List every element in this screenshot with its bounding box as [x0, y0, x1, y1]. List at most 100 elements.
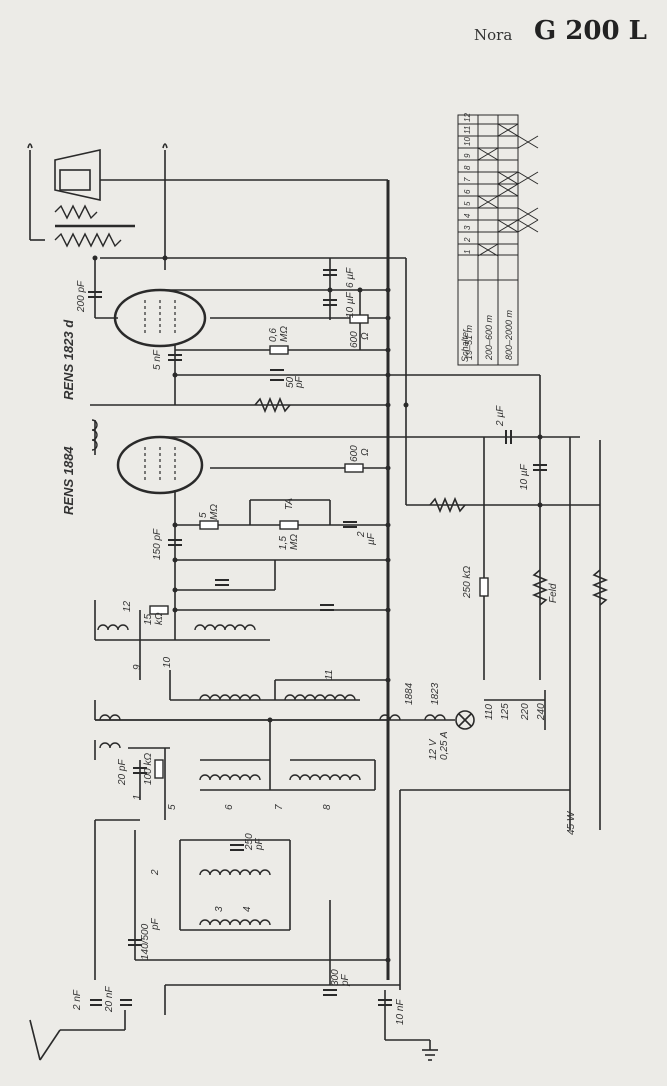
switch-table-mark: [497, 171, 519, 185]
label-6uF: 6 µF: [345, 267, 356, 288]
switch-table-band: 800–2000 m: [504, 309, 514, 360]
label-10nF: 10 nF: [395, 999, 406, 1025]
junction-dots: [92, 255, 543, 963]
resistors: [149, 314, 489, 779]
switch-number: 5: [167, 804, 178, 810]
mains-tap-label: 240: [536, 703, 547, 721]
label-pF-c: pF: [150, 917, 161, 931]
label-50: 50: [285, 376, 296, 388]
label-kohm: kΩ: [154, 612, 165, 625]
switch-table-column: 4: [463, 213, 472, 218]
mains-tap-label: 125: [500, 703, 511, 720]
label-600-a: 600: [349, 331, 360, 348]
switch-table-column: 12: [463, 113, 472, 122]
label-5nF: 5 nF: [152, 349, 163, 370]
label-600-b: 600: [349, 445, 360, 462]
speaker-icon: [54, 149, 101, 201]
label-mohm-b: MΩ: [209, 504, 220, 520]
label-ohm-a: Ω: [360, 332, 371, 340]
capacitors: [88, 269, 547, 1006]
switch-number: 9: [132, 664, 143, 670]
coils: [91, 419, 446, 926]
switch-table-marks: [477, 123, 539, 257]
switch-table-column: 7: [463, 177, 472, 182]
switch-table-band: 200–600 m: [484, 314, 494, 361]
label-ta: TA: [284, 498, 295, 510]
switch-number: 7: [274, 804, 285, 810]
switch-number: 12: [122, 600, 133, 612]
label-10uF-a: 10 µF: [345, 291, 356, 318]
switch-table-mark: [517, 135, 539, 149]
label-12V: 12 V: [428, 738, 439, 760]
tube-label-1823: RENS 1823 d: [61, 319, 76, 400]
tube-1884-icon: [116, 435, 204, 495]
switch-number: 2: [150, 869, 161, 876]
ground-icon: [422, 1049, 438, 1061]
wires: [29, 150, 601, 1061]
label-45W: 45 W: [566, 810, 577, 835]
switch-number: 10: [162, 656, 173, 668]
switch-number: 1: [132, 794, 143, 800]
label-uF-b: µF: [366, 532, 377, 545]
label-heater-1823: 1823: [430, 682, 441, 705]
switch-table-column: 9: [463, 153, 472, 158]
tube-grids: [144, 300, 176, 483]
switch-table-mark: [477, 195, 499, 209]
switch-table-band: 19–51 m: [464, 324, 474, 360]
switch-number: 4: [242, 906, 253, 912]
switch-number: 3: [214, 906, 225, 912]
mains-tap-label: 220: [520, 703, 531, 721]
label-heater-1884: 1884: [404, 682, 415, 705]
model-name: G 200 L: [534, 16, 647, 46]
label-mohm-c: MΩ: [289, 534, 300, 550]
switch-table-mark: [497, 123, 519, 137]
label-2nF: 2 nF: [72, 989, 83, 1011]
label-140-500: 140/500: [140, 923, 151, 960]
switch-table-mark: [497, 219, 519, 233]
switch-table: [457, 114, 519, 366]
switch-table-column: 3: [463, 225, 472, 230]
label-5M: 5: [198, 512, 209, 518]
switch-table-mark: [497, 183, 519, 197]
switch-table-mark: [517, 171, 539, 185]
switch-table-header: Schalter: [460, 328, 470, 362]
switch-table-column: 5: [463, 201, 472, 206]
label-200pF: 200 pF: [76, 280, 87, 313]
label-250: 250: [244, 833, 255, 851]
label-feld: Feld: [548, 583, 559, 603]
label-250k: 250 kΩ: [462, 566, 473, 599]
switch-number: 6: [224, 804, 235, 810]
mains-tap-labels: 110 125 220 240: [484, 703, 547, 721]
label-20pF: 20 pF: [117, 759, 128, 786]
label-15M: 1,5: [278, 536, 289, 550]
label-pF-d: pF: [340, 973, 351, 987]
label-pF-a: pF: [294, 375, 305, 389]
switch-table-column: 8: [463, 165, 472, 170]
label-10uF-b: 10 µF: [519, 463, 530, 490]
tube-label-1884: RENS 1884: [61, 446, 76, 515]
label-mohm-a: MΩ: [279, 326, 290, 342]
brand-name: Nora: [474, 26, 513, 44]
mains-tap-label: 110: [484, 704, 495, 720]
label-20nF: 20 nF: [104, 986, 115, 1013]
label-15k: 15: [143, 613, 154, 625]
switch-table-column: 1: [463, 250, 472, 254]
switch-table-column: 2: [463, 237, 472, 243]
switch-number: 8: [322, 804, 333, 810]
label-ohm-b: Ω: [360, 448, 371, 456]
label-025A: 0,25 A: [439, 731, 450, 760]
label-2uF-b: 2: [356, 531, 367, 538]
switch-table-column: 6: [463, 189, 472, 194]
wirewound-resistors: [254, 396, 609, 606]
switch-table-mark: [517, 207, 539, 221]
output-transformer-icon: [54, 204, 135, 248]
antenna-icon: [27, 143, 168, 1061]
label-2uF: 2 µF: [495, 405, 506, 427]
label-06: 0,6: [268, 328, 279, 342]
switch-table-mark: [477, 147, 499, 161]
label-300: 300: [330, 969, 341, 986]
switch-table-column: 11: [463, 126, 472, 134]
